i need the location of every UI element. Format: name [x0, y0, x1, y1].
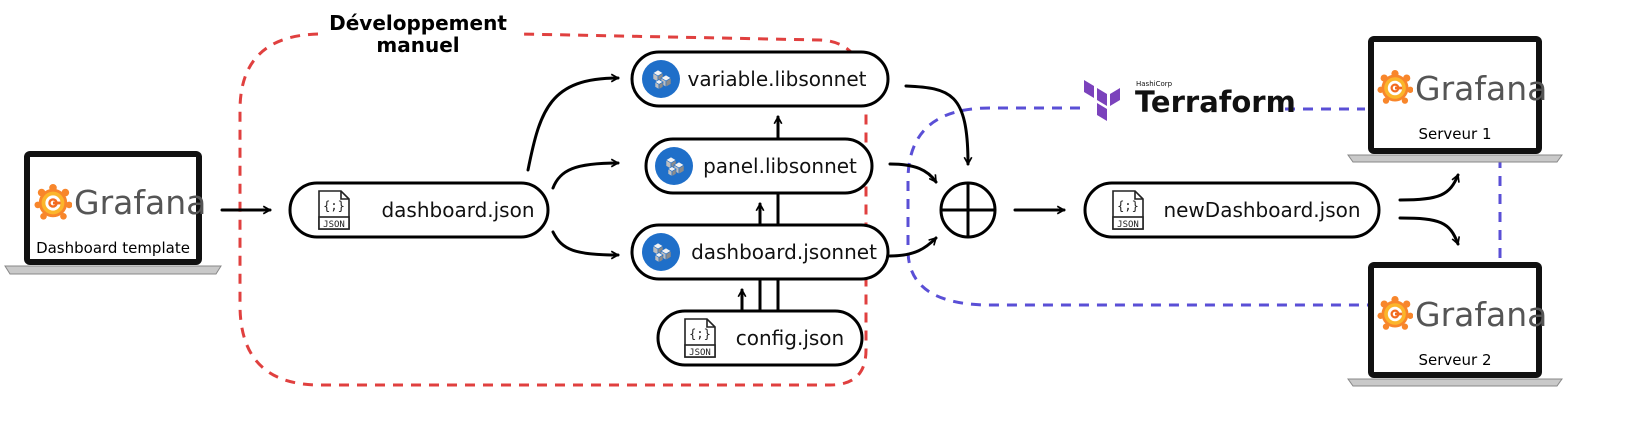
source-brand: Grafana — [74, 183, 206, 222]
node-label: config.json — [736, 326, 844, 350]
flow-arrows — [220, 78, 1458, 312]
manual-development-title-line1: Développement — [329, 11, 507, 35]
node-variable-libsonnet: variable.libsonnet — [630, 50, 890, 108]
json-icon-label: JSON — [1117, 220, 1139, 230]
source-laptop: Grafana Dashboard template — [4, 151, 222, 275]
json-icon-label: JSON — [689, 348, 711, 358]
json-icon-brace: {;} — [689, 327, 711, 341]
node-dashboard-json: {;} JSON dashboard.json — [288, 181, 550, 239]
server1-brand: Grafana — [1415, 69, 1547, 108]
source-label: Dashboard template — [36, 239, 190, 257]
jsonnet-logo-icon — [654, 146, 694, 186]
node-label: panel.libsonnet — [703, 154, 857, 178]
server1-label: Serveur 1 — [1418, 125, 1491, 143]
server1-laptop: Grafana Serveur 1 — [1347, 36, 1563, 163]
server2-laptop: Grafana Serveur 2 — [1347, 262, 1563, 387]
server2-brand: Grafana — [1415, 295, 1547, 334]
node-label: dashboard.json — [381, 198, 534, 222]
jsonnet-logo-icon — [641, 59, 681, 99]
json-icon-brace: {;} — [1117, 199, 1139, 213]
terraform-deploy-path — [906, 106, 1370, 307]
node-label: dashboard.jsonnet — [691, 240, 877, 264]
terraform-logo-icon — [1084, 80, 1120, 121]
node-label: newDashboard.json — [1163, 198, 1360, 222]
json-icon-label: JSON — [323, 220, 345, 230]
manual-development-title-line2: manuel — [376, 33, 459, 57]
manual-development-boundary — [238, 32, 868, 387]
node-dashboard-jsonnet: dashboard.jsonnet — [630, 223, 890, 281]
plus-circle-icon — [939, 181, 997, 239]
node-new-dashboard-json: {;} JSON newDashboard.json — [1083, 181, 1381, 239]
node-config-json: {;} JSON config.json — [656, 309, 864, 367]
node-panel-libsonnet: panel.libsonnet — [644, 137, 874, 195]
json-icon-brace: {;} — [323, 199, 345, 213]
server2-label: Serveur 2 — [1418, 351, 1491, 369]
node-label: variable.libsonnet — [687, 67, 866, 91]
jsonnet-logo-icon — [641, 232, 681, 272]
terraform-name: Terraform — [1135, 85, 1296, 119]
terraform-vendor: HashiCorp — [1136, 80, 1173, 88]
terraform-logo: HashiCorp Terraform — [1084, 80, 1296, 121]
